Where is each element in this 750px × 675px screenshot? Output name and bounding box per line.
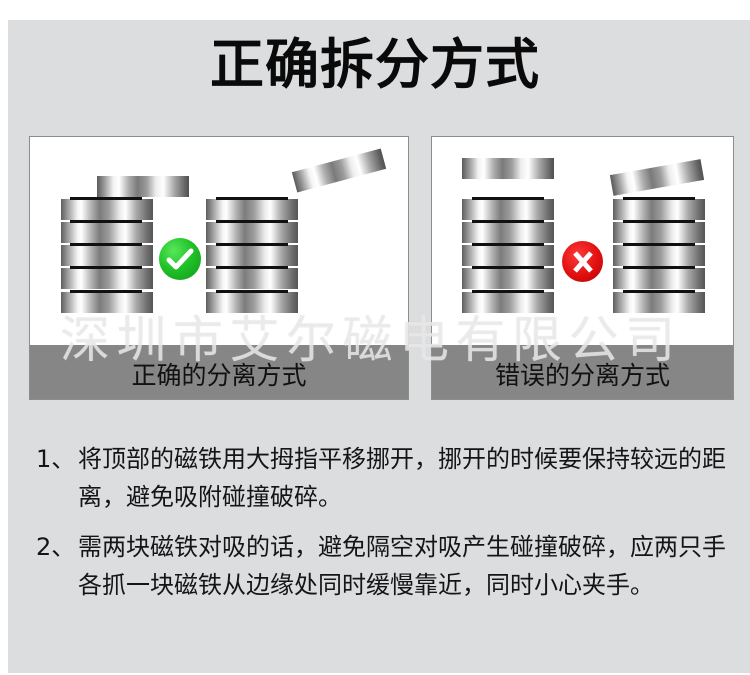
- magnet-disc: [462, 199, 554, 220]
- magnet-gap: [623, 290, 695, 293]
- magnet-disc: [206, 268, 298, 289]
- magnet-disc: [462, 245, 554, 266]
- magnet-gap: [216, 243, 288, 246]
- instruction-item: 1、 将顶部的磁铁用大拇指平移挪开，挪开的时候要保持较远的距离，避免吸附碰撞破碎…: [36, 440, 726, 516]
- magnet-disc: [462, 268, 554, 289]
- magnet-gap: [623, 243, 695, 246]
- magnet-gap: [472, 243, 544, 246]
- magnet-disc: [613, 245, 705, 266]
- x-icon: [562, 241, 603, 282]
- magnet-disc: [61, 292, 153, 313]
- instruction-number: 1、: [36, 445, 76, 473]
- magnet-gap: [623, 266, 695, 269]
- magnet-disc: [61, 199, 153, 220]
- magnet-disc: [613, 199, 705, 220]
- magnet-disc: [206, 222, 298, 243]
- correct-method-card: 正确的分离方式: [29, 136, 409, 400]
- lifted-magnet: [462, 158, 554, 179]
- magnet-disc: [462, 222, 554, 243]
- magnet-gap: [216, 197, 288, 200]
- magnet-gap: [216, 290, 288, 293]
- magnet-disc: [206, 245, 298, 266]
- instruction-text: 将顶部的磁铁用大拇指平移挪开，挪开的时候要保持较远的距离，避免吸附碰撞破碎。: [78, 445, 726, 511]
- instruction-item: 2、 需两块磁铁对吸的话，避免隔空对吸产生碰撞破碎，应两只手各抓一块磁铁从边缘处…: [36, 528, 726, 604]
- magnet-gap: [216, 266, 288, 269]
- magnet-gap: [216, 220, 288, 223]
- magnet-gap: [472, 220, 544, 223]
- instruction-text: 需两块磁铁对吸的话，避免隔空对吸产生碰撞破碎，应两只手各抓一块磁铁从边缘处同时缓…: [78, 533, 726, 599]
- magnet-disc: [206, 199, 298, 220]
- instructions-list: 1、 将顶部的磁铁用大拇指平移挪开，挪开的时候要保持较远的距离，避免吸附碰撞破碎…: [36, 440, 726, 616]
- magnet-gap: [472, 197, 544, 200]
- magnet-gap: [70, 266, 142, 269]
- magnet-gap: [623, 220, 695, 223]
- sliding-magnet: [97, 176, 189, 197]
- wrong-method-card: 错误的分离方式: [431, 136, 734, 400]
- magnet-disc: [613, 222, 705, 243]
- magnet-gap: [70, 290, 142, 293]
- magnet-gap: [623, 197, 695, 200]
- magnet-disc: [206, 292, 298, 313]
- magnet-disc: [462, 292, 554, 313]
- magnet-gap: [70, 197, 142, 200]
- magnet-gap: [472, 266, 544, 269]
- magnet-gap: [70, 220, 142, 223]
- magnet-disc: [613, 268, 705, 289]
- magnet-gap: [472, 290, 544, 293]
- magnet-disc: [613, 292, 705, 313]
- correct-caption: 正确的分离方式: [30, 345, 408, 399]
- magnet-disc: [61, 222, 153, 243]
- magnet-disc: [61, 268, 153, 289]
- page-title: 正确拆分方式: [210, 33, 540, 96]
- check-icon: [159, 238, 201, 280]
- wrong-caption: 错误的分离方式: [432, 345, 733, 399]
- tilted-magnet: [291, 148, 387, 193]
- magnet-disc: [61, 245, 153, 266]
- tilted-magnet: [609, 159, 705, 196]
- magnet-gap: [70, 243, 142, 246]
- instruction-number: 2、: [36, 533, 76, 561]
